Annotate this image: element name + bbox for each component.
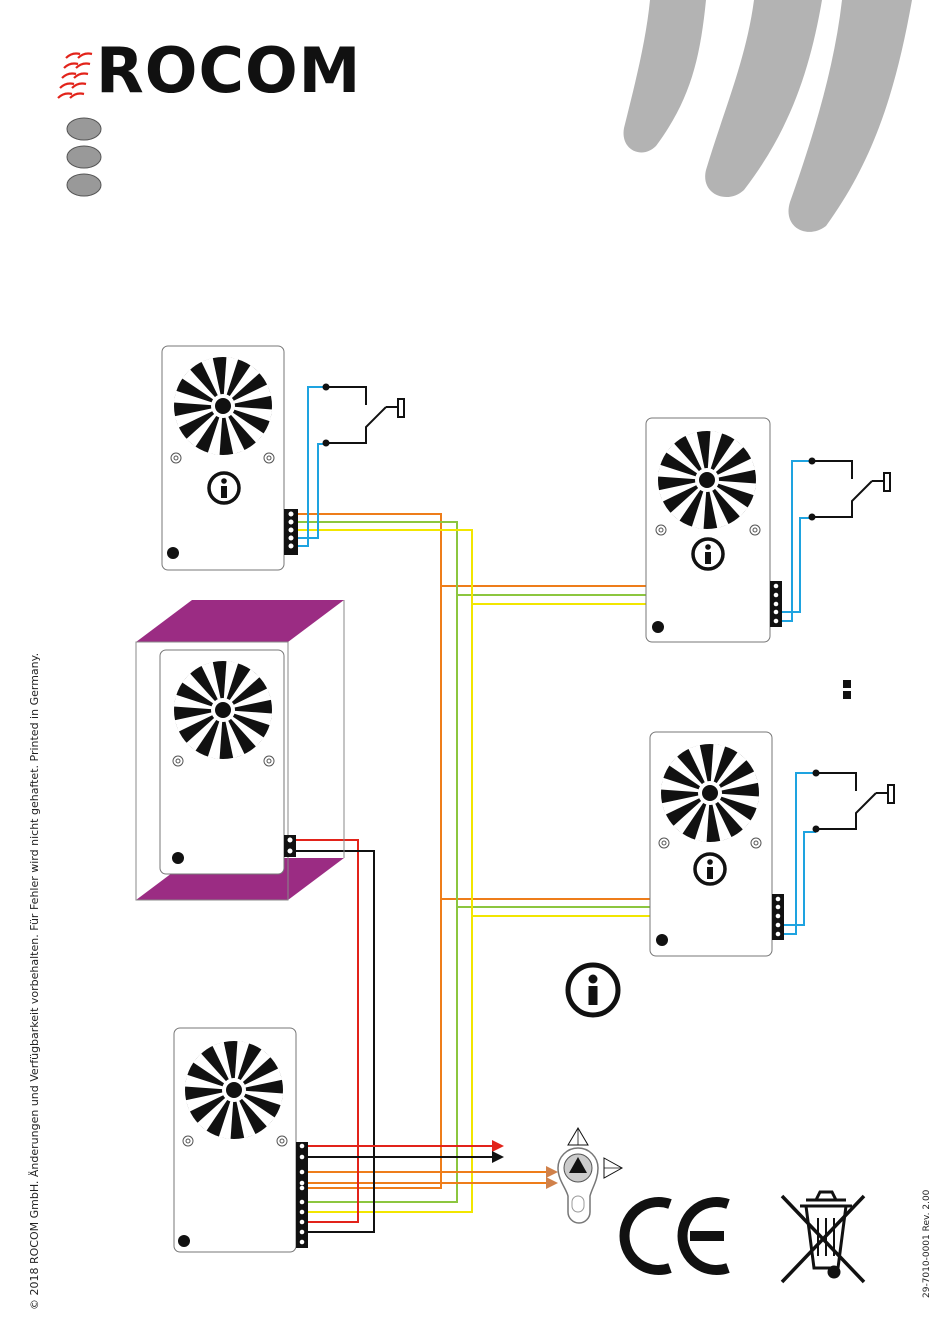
ce-mark-icon [625,1202,728,1270]
decorative-grey-stripes [624,0,912,232]
push-button-icon [813,770,895,833]
intercom-unit-bottom-right [650,732,784,956]
intercom-unit-top-right [646,418,782,642]
intercom-unit-flush-housing [136,600,344,900]
key-switch-icon [558,1128,622,1223]
intercom-unit-top-left [162,346,298,570]
continuation-dots [843,680,851,699]
wire-arrowheads [492,1140,558,1189]
push-button-icon [809,458,891,521]
push-button-icon [323,384,405,447]
info-icon [568,965,618,1015]
language-selector-pills [67,118,101,196]
weee-bin-icon [782,1192,864,1282]
intercom-controller-unit [174,1028,308,1252]
brand-logo-waves-icon [58,54,92,99]
